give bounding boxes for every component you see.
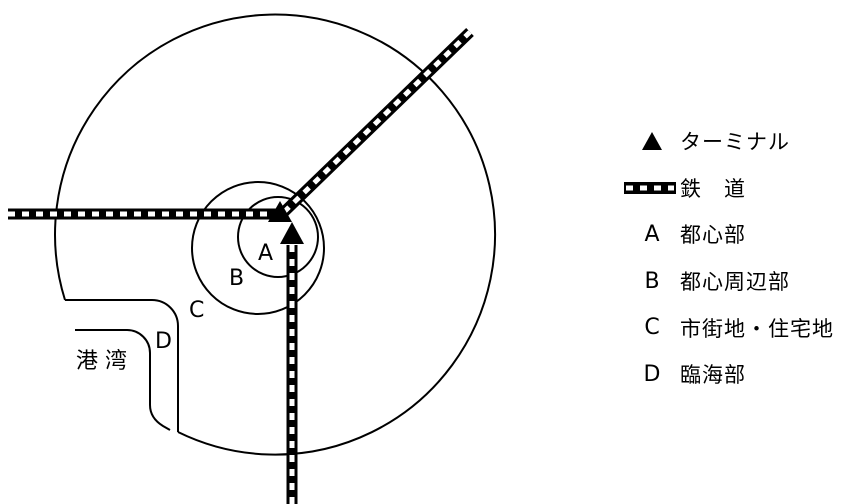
zone-label-c: C [189, 298, 204, 323]
legend-item-railway: 鉄 道 [624, 165, 862, 212]
zone-label-a: A [258, 241, 273, 266]
legend-label-zone-c: 市街地・住宅地 [680, 316, 834, 341]
outer-city-boundary [54, 13, 497, 456]
harbor-label: 港 湾 [76, 349, 127, 374]
legend-key-a: A [644, 221, 660, 247]
terminal-marker [268, 201, 292, 222]
legend-item-zone-d: D 臨海部 [624, 351, 862, 398]
terminal-marker [280, 222, 304, 244]
legend-label-railway: 鉄 道 [680, 176, 746, 201]
triangle-icon [624, 131, 680, 151]
urban-structure-diagram: A B C D 港 湾 [8, 13, 497, 504]
ring-b-boundary [191, 181, 325, 315]
legend-item-zone-c: C 市街地・住宅地 [624, 304, 862, 351]
legend-item-zone-b: B 都心周辺部 [624, 258, 862, 305]
legend-key-c: C [644, 315, 660, 341]
legend: ターミナル 鉄 道 A 都心部 B 都心周辺部 C 市街地・住宅地 D 臨海部 [624, 118, 862, 398]
coastline-inner [75, 329, 171, 431]
legend-key-d: D [643, 361, 661, 387]
zone-label-d: D [155, 329, 172, 354]
railway-line-icon [624, 181, 680, 194]
ring-a-boundary [237, 196, 319, 278]
legend-label-zone-a: 都心部 [680, 223, 746, 248]
legend-label-zone-b: 都心周辺部 [680, 270, 790, 295]
legend-label-zone-d: 臨海部 [680, 363, 746, 388]
coastline-outer [65, 299, 179, 432]
zone-label-b: B [229, 266, 244, 291]
legend-key-b: B [644, 268, 660, 294]
legend-item-zone-a: A 都心部 [624, 211, 862, 258]
railway-northeast [280, 28, 474, 216]
legend-item-terminal: ターミナル [624, 118, 862, 165]
legend-label-terminal: ターミナル [680, 130, 790, 155]
